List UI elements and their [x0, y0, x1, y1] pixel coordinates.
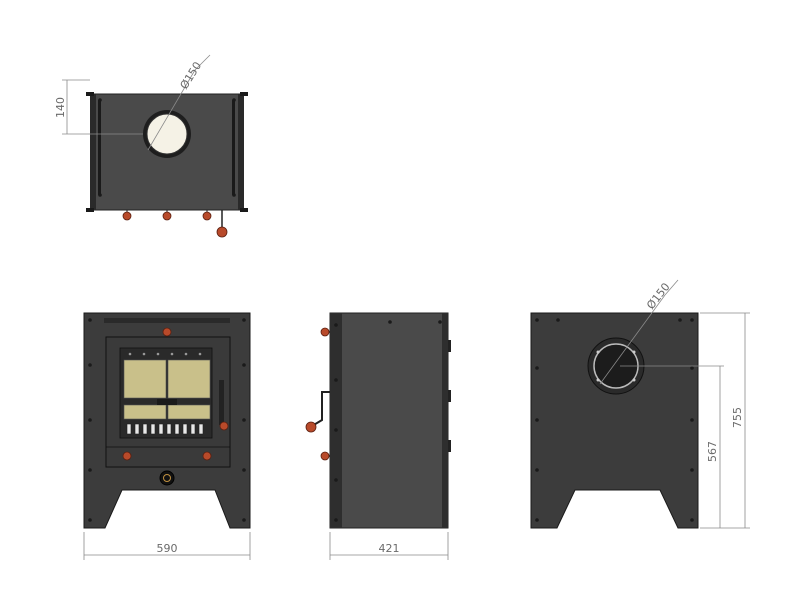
side-bottom-knob	[320, 451, 330, 461]
rear-flue-diameter-label: Ø150	[644, 280, 673, 311]
top-view-knob-3	[202, 211, 212, 221]
rear-flue-height-label: 567	[706, 441, 719, 462]
top-flue-offset-label: 140	[54, 97, 67, 118]
front-glass-top-left	[123, 359, 167, 399]
front-top-knob	[162, 327, 172, 337]
overall-height-label: 755	[731, 407, 744, 428]
top-view-knob-2	[162, 211, 172, 221]
front-glass-bottom-left	[123, 404, 167, 420]
top-view-left-slot	[98, 100, 101, 195]
side-handle-arm	[311, 391, 330, 427]
front-glass-top-right	[167, 359, 211, 399]
top-view-handle-knob	[216, 226, 228, 238]
top-view-right-rail	[238, 94, 244, 210]
front-view: 590	[83, 312, 251, 560]
top-view-right-slot	[232, 100, 235, 195]
rear-view-body	[530, 312, 699, 529]
front-ashpan-knob-right	[202, 451, 212, 461]
top-view-knob-1	[122, 211, 132, 221]
side-handle-knob	[305, 421, 317, 433]
rear-view: Ø150 567 755	[530, 279, 750, 529]
front-ashpan-knob-left	[122, 451, 132, 461]
front-door-handle-knob	[219, 421, 229, 431]
front-door-handle	[219, 380, 224, 425]
top-view-left-rail	[90, 94, 96, 210]
side-view: 421	[305, 312, 451, 560]
front-glass-bottom-right	[167, 404, 211, 420]
side-view-body	[329, 312, 449, 529]
top-flue-opening	[146, 113, 188, 155]
front-width-label: 590	[157, 542, 178, 555]
front-vent-slots	[126, 423, 204, 435]
top-flue-diameter-label: Ø150	[178, 60, 205, 92]
front-air-intake	[159, 470, 175, 486]
top-view: Ø150 140	[54, 54, 248, 238]
side-depth-label: 421	[379, 542, 400, 555]
side-top-knob	[320, 327, 330, 337]
